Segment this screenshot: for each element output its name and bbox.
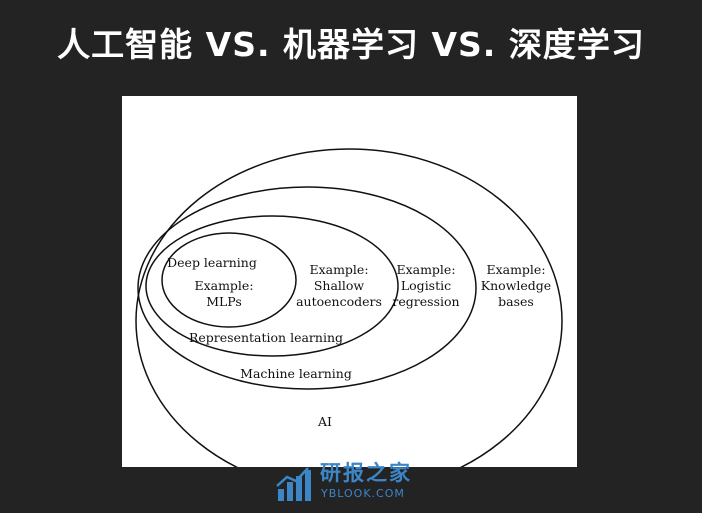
machine-learning-example-label: Example: xyxy=(396,262,455,277)
slide-title: 人工智能 VS. 机器学习 VS. 深度学习 xyxy=(57,25,645,64)
representation-example-line-1: Shallow xyxy=(314,278,365,293)
deep-learning-ellipse xyxy=(161,232,297,328)
machine-learning-ellipse xyxy=(137,186,477,390)
machine-learning-example-line-2: regression xyxy=(392,294,459,309)
representation-learning-label: Representation learning xyxy=(189,330,343,345)
ai-ellipse xyxy=(135,148,563,467)
ai-example-label: Example: xyxy=(486,262,545,277)
watermark-domain: YBLOOK.COM xyxy=(321,487,405,500)
representation-example-label: Example: xyxy=(309,262,368,277)
representation-learning-ellipse xyxy=(145,215,399,357)
deep-learning-example-label: Example: xyxy=(194,278,253,293)
venn-diagram: Deep learning Example: MLPs Example: Sha… xyxy=(135,148,563,467)
venn-diagram-panel: Deep learning Example: MLPs Example: Sha… xyxy=(122,96,577,467)
ai-example-line-1: Knowledge xyxy=(481,278,551,293)
ai-label: AI xyxy=(317,414,332,429)
representation-example-line-2: autoencoders xyxy=(296,294,382,309)
ai-example-line-2: bases xyxy=(498,294,534,309)
watermark-name: 研报之家 xyxy=(320,461,412,485)
deep-learning-label: Deep learning xyxy=(167,255,257,270)
machine-learning-label: Machine learning xyxy=(240,366,352,381)
machine-learning-example-line-1: Logistic xyxy=(401,278,451,293)
deep-learning-example-value: MLPs xyxy=(206,294,242,309)
bar-chart-icon xyxy=(276,467,311,501)
watermark: 研报之家 YBLOOK.COM xyxy=(274,458,434,506)
